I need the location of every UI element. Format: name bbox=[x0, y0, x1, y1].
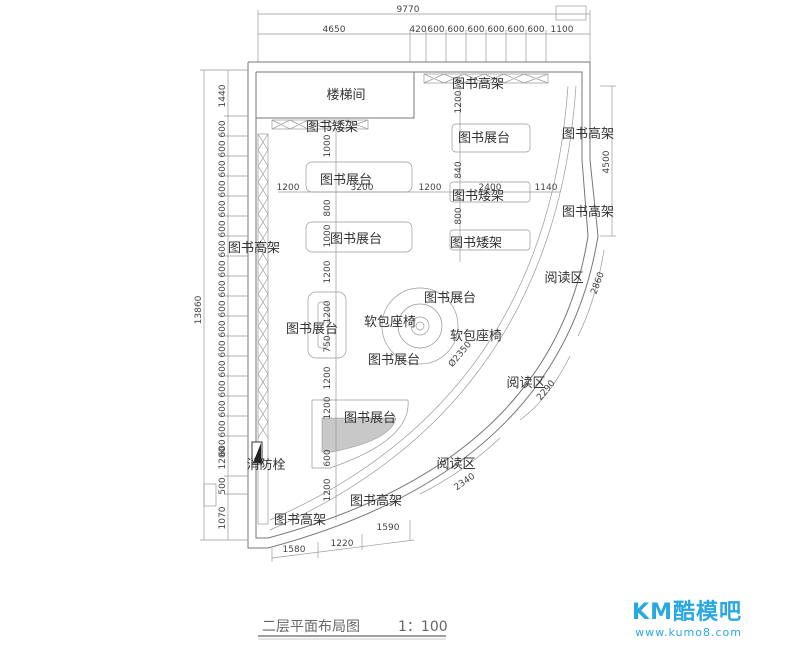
inner-dim: 1580 bbox=[283, 545, 306, 555]
inner-dim: 1200 bbox=[323, 300, 333, 323]
left-dim: 600 bbox=[218, 120, 228, 137]
label-display: 图书展台 bbox=[320, 173, 372, 188]
outer-walls bbox=[247, 61, 599, 549]
inner-dim: 1200 bbox=[323, 396, 333, 419]
top-dimensions: 4650 420 600 600 600 600 600 600 1100 bbox=[323, 25, 574, 35]
left-dim: 600 bbox=[218, 240, 228, 257]
label-high-shelf: 图书高架 bbox=[562, 204, 614, 220]
inner-dim: 1140 bbox=[535, 183, 558, 193]
left-dim: 500 bbox=[218, 477, 228, 494]
inner-dim: 1200 bbox=[454, 90, 464, 113]
inner-dim: 1200 bbox=[419, 183, 442, 193]
label-stair-room: 楼梯间 bbox=[326, 88, 365, 103]
watermark: KM酷模吧 www.kumo8.com bbox=[632, 594, 742, 639]
inner-dim: 800 bbox=[323, 199, 333, 216]
label-high-shelf: 图书高架 bbox=[274, 512, 326, 528]
label-low-shelf: 图书矮架 bbox=[306, 120, 358, 135]
left-dim: 1200 bbox=[218, 446, 228, 469]
inner-dim: 1200 bbox=[323, 366, 333, 389]
label-display: 图书展台 bbox=[286, 322, 338, 337]
inner-dim: 600 bbox=[323, 449, 333, 466]
label-display: 图书展台 bbox=[458, 131, 510, 146]
top-dim: 600 bbox=[507, 25, 524, 35]
inner-dim: 1200 bbox=[323, 478, 333, 501]
inner-dim: 800 bbox=[454, 207, 464, 224]
left-dim: 1440 bbox=[218, 84, 228, 107]
left-dim: 600 bbox=[218, 160, 228, 177]
left-dim: 600 bbox=[218, 360, 228, 377]
inner-dim: 2400 bbox=[479, 183, 502, 193]
label-reading-area: 阅读区 bbox=[436, 457, 475, 472]
plan-scale: 1：100 bbox=[398, 619, 448, 635]
label-high-shelf: 图书高架 bbox=[228, 240, 280, 256]
inner-dim: 3200 bbox=[351, 183, 374, 193]
inner-dim: 1200 bbox=[277, 183, 300, 193]
right-dim: 4500 bbox=[602, 150, 612, 173]
left-dim: 600 bbox=[218, 320, 228, 337]
label-display: 图书展台 bbox=[368, 353, 420, 368]
overall-width-dim: 9770 bbox=[397, 5, 420, 15]
left-dim: 600 bbox=[218, 260, 228, 277]
left-dim: 600 bbox=[218, 300, 228, 317]
top-dim: 600 bbox=[487, 25, 504, 35]
left-dim: 600 bbox=[218, 380, 228, 397]
left-dim: 600 bbox=[218, 140, 228, 157]
left-dim: 600 bbox=[218, 340, 228, 357]
left-dim: 600 bbox=[218, 220, 228, 237]
watermark-url: www.kumo8.com bbox=[635, 626, 742, 639]
inner-dim: 1000 bbox=[323, 224, 333, 247]
drawing-title: 二层平面布局图 1：100 bbox=[258, 619, 448, 640]
plan-title: 二层平面布局图 bbox=[262, 619, 360, 635]
label-high-shelf: 图书高架 bbox=[562, 126, 614, 142]
label-low-shelf: 图书矮架 bbox=[450, 236, 502, 251]
label-display: 图书展台 bbox=[330, 232, 382, 247]
label-high-shelf: 图书高架 bbox=[452, 76, 504, 92]
dimension-lines bbox=[200, 5, 616, 562]
label-low-shelf: 图书矮架 bbox=[452, 189, 504, 204]
right-dim: 2860 bbox=[590, 271, 607, 296]
inner-dim: 1590 bbox=[377, 523, 400, 533]
left-dim: 600 bbox=[218, 420, 228, 437]
inner-dim: 1200 bbox=[323, 260, 333, 283]
label-fire-hydrant: 消防栓 bbox=[246, 457, 285, 473]
label-soft-seat: 软包座椅 bbox=[364, 315, 416, 330]
label-reading-area: 阅读区 bbox=[544, 271, 583, 286]
top-dim: 600 bbox=[447, 25, 464, 35]
left-dim: 600 bbox=[218, 200, 228, 217]
label-high-shelf: 图书高架 bbox=[350, 493, 402, 509]
overall-height-dim: 13860 bbox=[194, 295, 204, 324]
top-dim: 600 bbox=[527, 25, 544, 35]
top-dim: 600 bbox=[427, 25, 444, 35]
furniture bbox=[305, 123, 531, 469]
top-dim: 420 bbox=[409, 25, 426, 35]
top-dim: 600 bbox=[467, 25, 484, 35]
label-soft-seat: 软包座椅 bbox=[450, 329, 502, 344]
inner-dimensions: 1200 3200 1200 2400 1140 1200 1000 840 8… bbox=[277, 90, 558, 555]
label-reading-area: 阅读区 bbox=[506, 376, 545, 391]
top-dim: 4650 bbox=[323, 25, 346, 35]
left-dim: 600 bbox=[218, 439, 228, 456]
left-dimensions: 1440 600 600 600 600 600 600 600 600 600… bbox=[218, 84, 228, 529]
stair-room bbox=[256, 72, 415, 130]
inner-dim: 1220 bbox=[331, 539, 354, 549]
inner-dim: 840 bbox=[454, 161, 464, 178]
inner-dim: 1000 bbox=[323, 134, 333, 157]
fire-hydrant-icon bbox=[251, 441, 263, 465]
left-dim: 600 bbox=[218, 180, 228, 197]
left-dim: 1070 bbox=[218, 506, 228, 529]
inner-dim: 750 bbox=[323, 335, 333, 352]
watermark-logo: KM酷模吧 bbox=[632, 600, 742, 625]
area-labels: 楼梯间 图书高架 图书矮架 图书展台 图书高架 图书展台 图书矮架 图书高架 图… bbox=[228, 76, 614, 528]
left-dim: 600 bbox=[218, 280, 228, 297]
right-dim: 2340 bbox=[453, 472, 478, 493]
left-dim: 600 bbox=[218, 400, 228, 417]
label-display: 图书展台 bbox=[424, 291, 476, 306]
label-display: 图书展台 bbox=[344, 411, 396, 426]
top-dim: 1100 bbox=[551, 25, 574, 35]
